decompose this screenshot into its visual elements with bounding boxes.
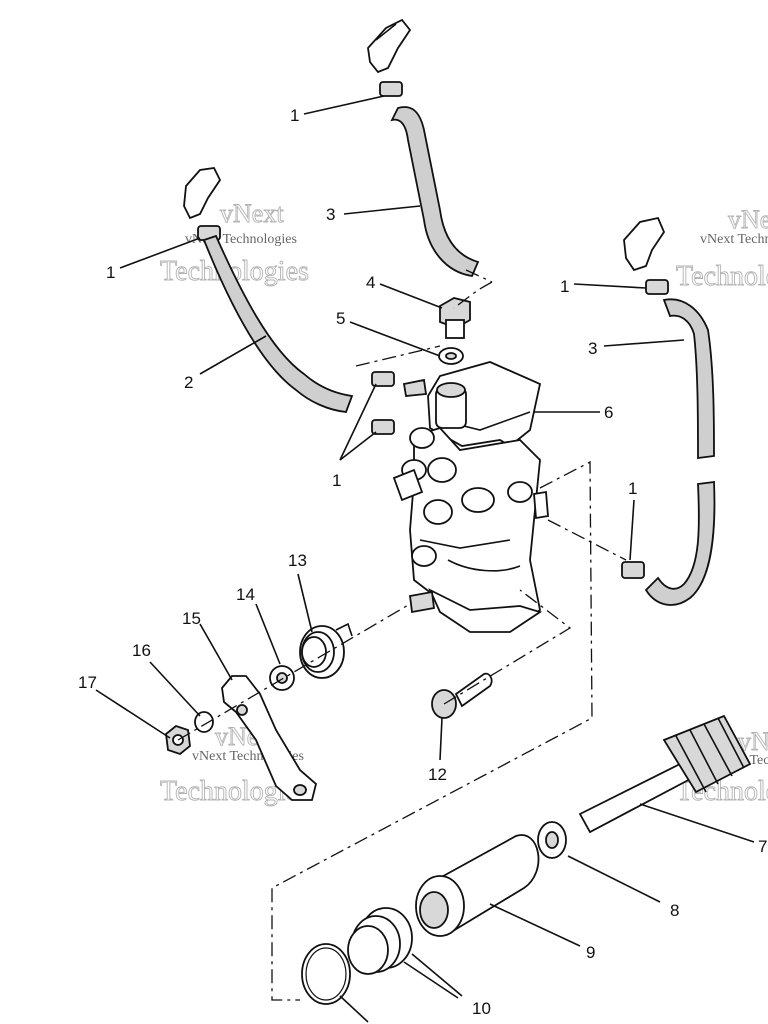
callout-14: 14 (236, 585, 255, 604)
callout-16: 16 (132, 641, 151, 660)
callout-1-left: 1 (106, 263, 115, 282)
hose-top (390, 106, 480, 277)
callout-5: 5 (336, 309, 345, 328)
callout-2: 2 (184, 373, 193, 392)
hose-right-upper (662, 298, 715, 460)
callout-12: 12 (428, 765, 447, 784)
control-lever (221, 675, 318, 801)
assembly-line-bolt (443, 589, 572, 705)
spring-coil-set (347, 907, 413, 975)
callout-17: 17 (78, 673, 97, 692)
callout-9: 9 (586, 943, 595, 962)
callout-10: 10 (472, 999, 491, 1018)
gear-bushing (415, 834, 540, 937)
clamp-right (621, 561, 645, 579)
callouts: 1 3 1 2 4 5 1 3 6 1 1 13 14 15 16 17 12 … (78, 106, 767, 1018)
assembly-line-top-hose (465, 269, 493, 283)
carb-nipple-left (183, 167, 222, 241)
clamp-upper (371, 371, 395, 387)
leader-lines (95, 95, 755, 1023)
watermark-top-right: vNext vNext Technologies Technologies (676, 205, 768, 293)
callout-1-top: 1 (290, 106, 299, 125)
assembly-line-lever (177, 603, 411, 741)
callout-1-lower-right: 1 (628, 479, 637, 498)
o-ring (301, 943, 351, 1005)
oil-pump-body (392, 361, 549, 633)
watermark-line1: vNext (728, 205, 768, 234)
callout-3-top: 3 (326, 205, 335, 224)
hose-right-lower (644, 480, 716, 606)
banjo-bolt (439, 297, 471, 339)
callout-1-right: 1 (560, 277, 569, 296)
callout-3-right: 3 (588, 339, 597, 358)
callout-15: 15 (182, 609, 201, 628)
assembly-line-frame (271, 460, 593, 1001)
clamp-lower (371, 419, 395, 435)
return-spring (299, 622, 353, 679)
callout-1-clamps: 1 (332, 471, 341, 490)
lock-washer (194, 711, 214, 733)
thrust-washer (537, 821, 567, 859)
drive-gear-shaft (578, 714, 752, 834)
callout-13: 13 (288, 551, 307, 570)
lever-washer (269, 665, 295, 691)
carb-nipple-right (623, 216, 669, 295)
callout-6: 6 (604, 403, 613, 422)
pump-mounting-bolt (431, 672, 493, 719)
watermark-line1: vNext (220, 199, 284, 228)
watermark-caption: vNext Technologies (700, 232, 768, 247)
assembly-line-banjo (355, 281, 493, 367)
callout-8: 8 (670, 901, 679, 920)
watermark-line2: Technologies (676, 261, 768, 292)
assembly-line-right-hose (547, 519, 627, 561)
callout-4: 4 (366, 273, 375, 292)
carb-nipple-top (367, 18, 412, 97)
sealing-washer-hole (445, 352, 457, 360)
hose-left (202, 234, 354, 413)
callout-7: 7 (758, 837, 767, 856)
